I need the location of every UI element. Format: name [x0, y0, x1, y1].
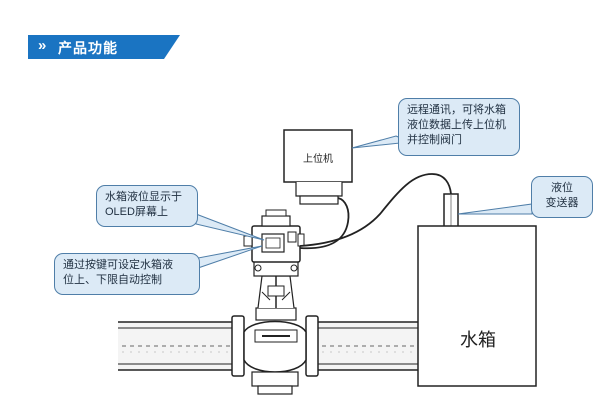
monitor-label: 上位机	[303, 152, 333, 165]
control-valve	[231, 307, 319, 395]
pipe-left	[118, 321, 234, 371]
section-title: 产品功能	[58, 40, 118, 56]
callout-line: 液位数据上传上位机	[407, 119, 506, 131]
callout-line: 并控制阀门	[407, 134, 462, 146]
monitor	[283, 129, 353, 205]
double-chevron-icon: »	[38, 37, 47, 54]
callout-line: 水箱液位显示于	[105, 191, 182, 203]
callout-oled-display: 水箱液位显示于 OLED屏幕上	[96, 185, 198, 227]
callout-line: OLED屏幕上	[105, 206, 168, 218]
section-header: » 产品功能	[28, 35, 180, 59]
water-tank	[417, 225, 537, 387]
callout-line: 变送器	[545, 197, 579, 209]
callout-line: 远程通讯，可将水箱	[407, 104, 506, 116]
tank-label: 水箱	[460, 330, 496, 351]
pipe-right	[318, 321, 418, 371]
valve-actuator	[243, 209, 305, 277]
callout-remote-communication: 远程通讯，可将水箱 液位数据上传上位机 并控制阀门	[398, 98, 520, 156]
pointer-transmitter	[457, 203, 533, 215]
header-banner	[28, 35, 180, 59]
cable-to-transmitter	[299, 173, 452, 247]
callout-level-transmitter: 液位 变送器	[531, 176, 593, 218]
callout-button-limits: 通过按键可设定水箱液 位上、下限自动控制	[54, 253, 200, 295]
level-transmitter	[443, 193, 459, 229]
valve-yoke	[257, 275, 295, 309]
callout-line: 位上、下限自动控制	[63, 274, 162, 286]
callout-line: 通过按键可设定水箱液	[63, 259, 173, 271]
cable-to-monitor	[299, 197, 350, 250]
callout-line: 液位	[551, 182, 573, 194]
